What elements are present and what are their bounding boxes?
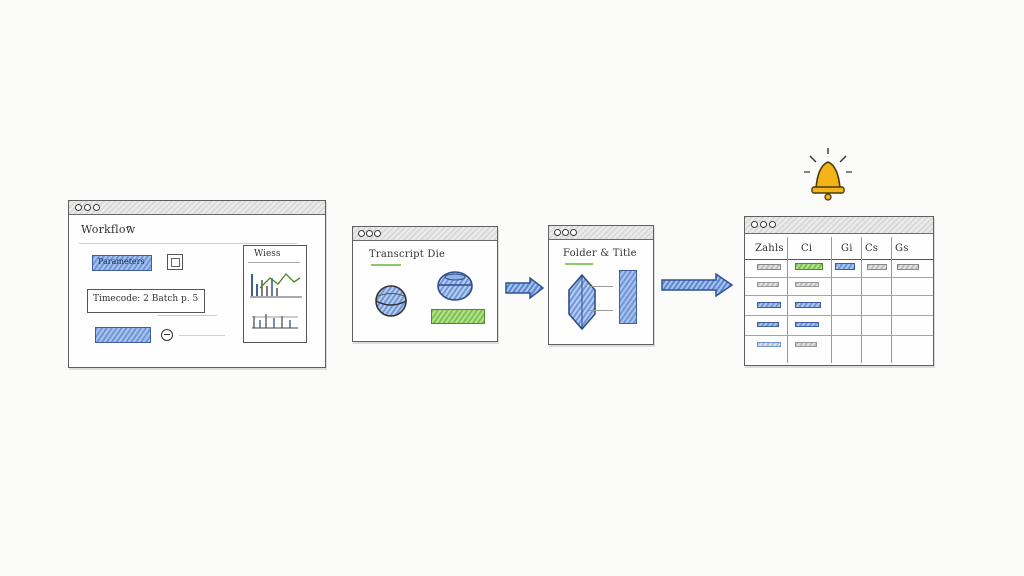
arrow-right-icon [505,276,545,300]
table-row-line [745,277,933,278]
bell-icon[interactable] [798,146,858,202]
table-header-line [745,259,933,261]
divider [589,310,613,311]
confirm-button[interactable] [431,309,485,324]
preview-panel-title: Wiess [254,249,281,259]
info-icon[interactable] [161,329,173,341]
table-header-cell: Gi [841,243,853,254]
window-dot-icon [374,230,381,237]
table-col-line [861,237,862,363]
table-cell-bar [867,264,887,270]
table-header-cell: Gs [895,243,909,254]
table-col-line [787,237,788,363]
parameters-button-label: Parameters [98,257,145,266]
folder-window-titlebar [549,226,653,240]
divider [157,315,217,316]
window-dot-icon [84,204,91,211]
window-dot-icon [751,221,758,228]
window-dot-icon [562,229,569,236]
crystal-icon [568,273,596,331]
table-cell-bar [757,342,781,347]
info-icon-bar [164,334,170,336]
table-col-line [831,237,832,363]
table-cell-bar [835,263,855,270]
table-col-line [891,237,892,363]
divider [179,335,225,336]
window-dot-icon [93,204,100,211]
table-cell-bar [757,282,779,287]
table-cell-bar [795,302,821,308]
window-dot-icon [366,230,373,237]
title-underline [565,263,593,265]
source-window-titlebar [69,201,325,215]
divider [248,262,300,263]
table-cell-bar [757,322,779,327]
window-dot-icon [760,221,767,228]
sphere-icon [375,285,407,317]
window-dot-icon [769,221,776,228]
timecode-field-text: Timecode: 2 Batch p. 5 [93,294,199,304]
window-dot-icon [75,204,82,211]
options-checkbox[interactable] [167,254,183,270]
parameters-button[interactable]: Parameters [92,255,152,271]
progress-column [619,270,637,324]
table-cell-bar [795,263,823,270]
mini-table-icon [252,314,298,329]
table-cell-bar [795,282,819,287]
source-window: Workflow Parameters Timecode: 2 Batch p.… [68,200,326,368]
folder-window: Folder & Title [548,225,654,345]
transcript-window: Transcript Die [352,226,498,342]
table-cell-bar [757,302,781,308]
disc-icon [437,271,473,301]
divider [79,243,297,244]
timecode-field[interactable]: Timecode: 2 Batch p. 5 [87,289,205,313]
folder-window-title: Folder & Title [563,248,637,259]
title-mark [127,226,131,227]
run-button[interactable] [95,327,151,343]
transcript-window-title: Transcript Die [369,249,446,260]
table-row-line [745,295,933,296]
results-window-titlebar [745,217,933,234]
arrow-right-icon [661,272,734,298]
table-cell-bar [897,264,919,270]
checkbox-inner [171,258,180,267]
window-dot-icon [358,230,365,237]
results-window: Zahls Ci Gi Cs Gs [744,216,934,366]
table-header-cell: Ci [801,243,813,254]
table-row-line [745,335,933,336]
divider [589,286,613,287]
table-header-cell: Cs [865,243,879,254]
table-cell-bar [795,322,819,327]
table-cell-bar [757,264,781,270]
table-header-cell: Zahls [755,243,784,254]
transcript-window-titlebar [353,227,497,241]
window-dot-icon [554,229,561,236]
source-window-title: Workflow [81,223,136,236]
preview-panel: Wiess [243,245,307,343]
table-row-line [745,315,933,316]
title-underline [371,264,401,266]
table-cell-bar [795,342,817,347]
window-dot-icon [570,229,577,236]
mini-chart-icon [250,272,302,298]
